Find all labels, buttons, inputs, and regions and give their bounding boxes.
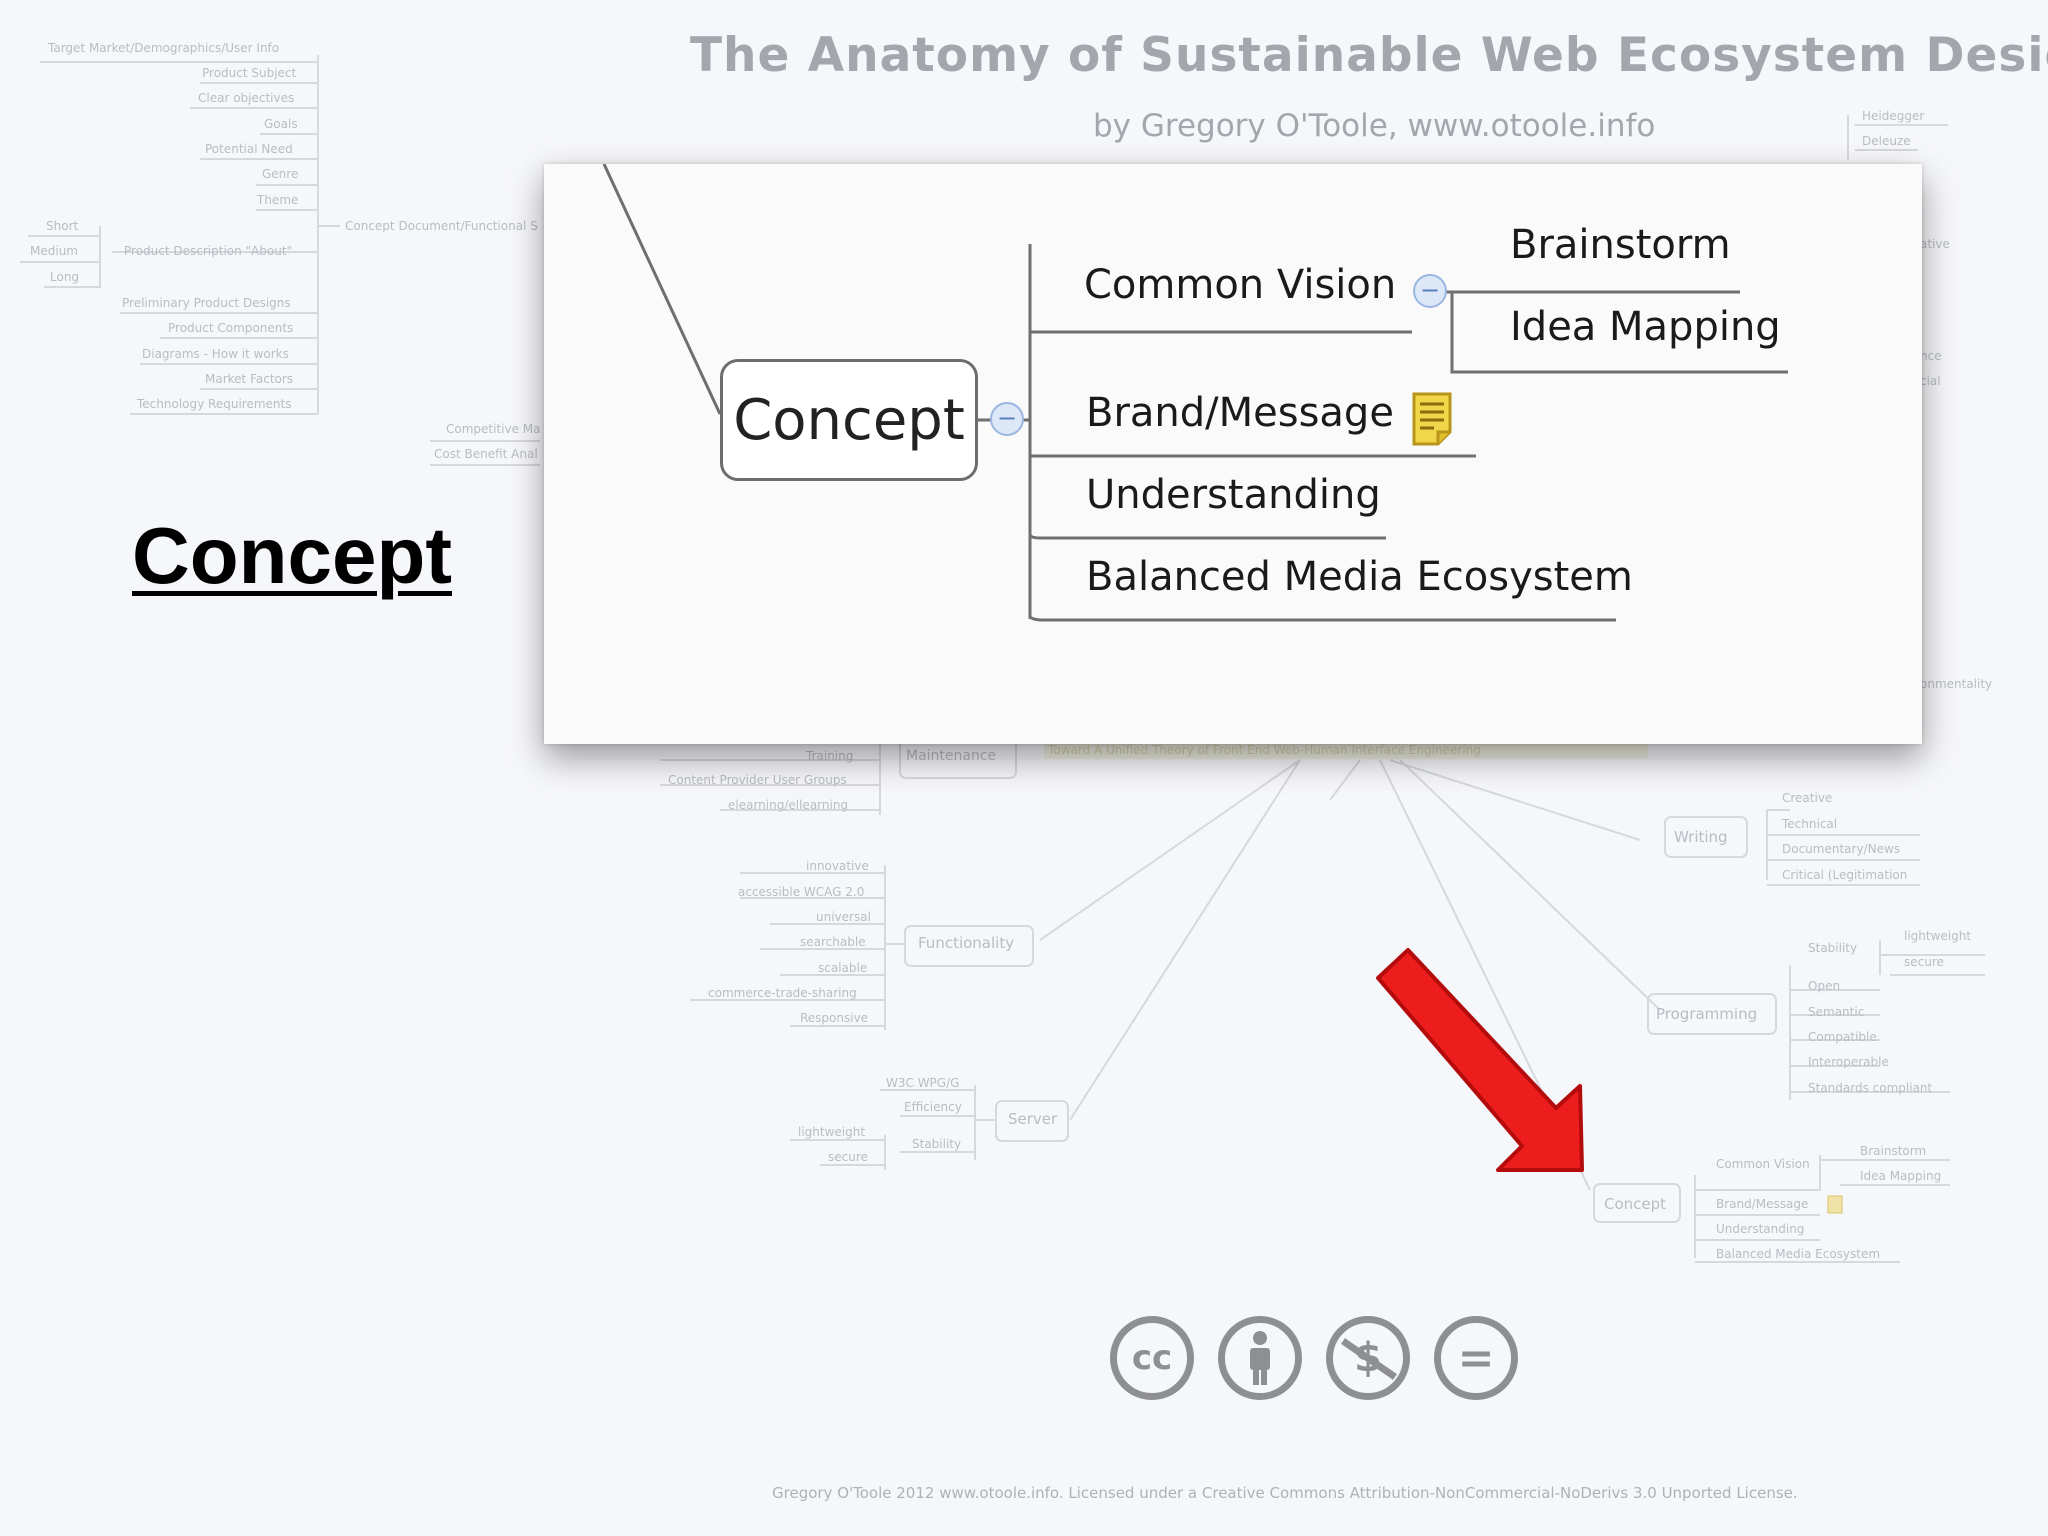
nd-icon: = xyxy=(1434,1316,1518,1400)
branch-brand-message[interactable]: Brand/Message xyxy=(1086,390,1394,436)
svg-text:Deleuze: Deleuze xyxy=(1862,134,1911,148)
svg-text:Medium: Medium xyxy=(30,244,78,258)
svg-text:Brand/Message: Brand/Message xyxy=(1716,1197,1808,1211)
svg-text:Short: Short xyxy=(46,219,78,233)
svg-text:Product Subject: Product Subject xyxy=(202,66,297,80)
svg-text:W3C WPG/G: W3C WPG/G xyxy=(886,1076,959,1090)
svg-text:Maintenance: Maintenance xyxy=(906,748,996,764)
nc-icon: $ xyxy=(1326,1316,1410,1400)
bg-center-banner xyxy=(1044,741,1648,759)
svg-text:Brainstorm: Brainstorm xyxy=(1860,1144,1926,1158)
svg-text:cial: cial xyxy=(1920,374,1941,388)
branch-understanding[interactable]: Understanding xyxy=(1086,472,1381,518)
svg-text:Heidegger: Heidegger xyxy=(1862,109,1924,123)
svg-text:Critical (Legitimation: Critical (Legitimation xyxy=(1782,868,1907,882)
root-collapse-button[interactable]: − xyxy=(990,402,1024,436)
svg-text:Stability: Stability xyxy=(912,1137,961,1151)
svg-text:Compatible: Compatible xyxy=(1808,1030,1877,1044)
svg-text:Creative: Creative xyxy=(1782,791,1832,805)
slide-label: Concept xyxy=(132,511,452,600)
svg-text:Semantic: Semantic xyxy=(1808,1005,1864,1019)
svg-text:universal: universal xyxy=(816,910,871,924)
svg-text:Responsive: Responsive xyxy=(800,1011,868,1025)
svg-text:Concept Document/Functional S: Concept Document/Functional S xyxy=(345,219,538,233)
svg-text:ative: ative xyxy=(1920,237,1950,251)
svg-text:Training: Training xyxy=(805,749,853,763)
svg-text:Goals: Goals xyxy=(264,117,298,131)
svg-text:Content Provider User Groups: Content Provider User Groups xyxy=(668,773,847,787)
svg-text:Diagrams - How it works: Diagrams - How it works xyxy=(142,347,289,361)
svg-text:innovative: innovative xyxy=(806,859,869,873)
svg-text:Stability: Stability xyxy=(1808,941,1857,955)
svg-text:Product Description "About": Product Description "About" xyxy=(124,244,292,258)
cc-icon: cc xyxy=(1110,1316,1194,1400)
note-icon[interactable] xyxy=(1412,392,1452,446)
child-idea-mapping[interactable]: Idea Mapping xyxy=(1510,304,1781,350)
svg-text:Technology Requirements: Technology Requirements xyxy=(136,397,291,411)
svg-text:commerce-trade-sharing: commerce-trade-sharing xyxy=(708,986,857,1000)
bg-text-target-market: Target Market/Demographics/User Info xyxy=(47,41,279,55)
svg-text:Efficiency: Efficiency xyxy=(904,1100,962,1114)
branch-balanced-media-ecosystem[interactable]: Balanced Media Ecosystem xyxy=(1086,554,1633,600)
svg-text:scalable: scalable xyxy=(818,961,867,975)
svg-text:onmentality: onmentality xyxy=(1920,677,1992,691)
common-vision-collapse-button[interactable]: − xyxy=(1413,274,1447,308)
svg-text:Market Factors: Market Factors xyxy=(205,372,293,386)
svg-text:Standards compliant: Standards compliant xyxy=(1808,1081,1933,1095)
svg-text:Theme: Theme xyxy=(256,193,298,207)
svg-text:Functionality: Functionality xyxy=(918,934,1014,952)
svg-text:searchable: searchable xyxy=(800,935,866,949)
svg-text:Understanding: Understanding xyxy=(1716,1222,1804,1236)
svg-text:Technical: Technical xyxy=(1781,817,1837,831)
svg-text:Writing: Writing xyxy=(1674,828,1728,846)
concept-root-node[interactable]: Concept xyxy=(720,359,978,481)
svg-text:nce: nce xyxy=(1920,349,1942,363)
child-brainstorm[interactable]: Brainstorm xyxy=(1510,222,1731,268)
svg-text:Potential Need: Potential Need xyxy=(205,142,293,156)
branch-common-vision[interactable]: Common Vision xyxy=(1084,262,1397,308)
page-byline: by Gregory O'Toole, www.otoole.info xyxy=(1093,108,1656,144)
svg-text:Server: Server xyxy=(1008,1110,1058,1128)
red-arrow-icon xyxy=(1376,948,1584,1172)
svg-text:Programming: Programming xyxy=(1656,1005,1757,1023)
svg-text:Balanced Media Ecosystem: Balanced Media Ecosystem xyxy=(1716,1247,1880,1261)
svg-text:Documentary/News: Documentary/News xyxy=(1782,842,1900,856)
svg-text:accessible WCAG 2.0: accessible WCAG 2.0 xyxy=(738,885,864,899)
svg-text:Cost Benefit Anal: Cost Benefit Anal xyxy=(434,447,538,461)
svg-text:Concept: Concept xyxy=(1604,1195,1666,1213)
zoom-inset-panel: Concept − Common Vision − Brainstorm Ide… xyxy=(544,164,1922,744)
license-badges: cc $ = xyxy=(1092,1300,1532,1426)
zoom-connector-lines xyxy=(602,164,1788,622)
svg-text:Clear objectives: Clear objectives xyxy=(198,91,294,105)
svg-text:Product Components: Product Components xyxy=(168,321,293,335)
svg-text:Preliminary Product Designs: Preliminary Product Designs xyxy=(122,296,291,310)
svg-text:lightweight: lightweight xyxy=(798,1125,865,1139)
svg-text:Interoperable: Interoperable xyxy=(1808,1055,1889,1069)
svg-text:lightweight: lightweight xyxy=(1904,929,1971,943)
svg-text:Competitive Ma: Competitive Ma xyxy=(446,422,541,436)
page-title: The Anatomy of Sustainable Web Ecosystem… xyxy=(690,28,2048,83)
by-icon xyxy=(1218,1316,1302,1400)
svg-text:secure: secure xyxy=(1904,955,1944,969)
svg-text:Idea Mapping: Idea Mapping xyxy=(1860,1169,1941,1183)
svg-text:Genre: Genre xyxy=(262,167,298,181)
parent-link-line xyxy=(602,164,722,415)
svg-text:secure: secure xyxy=(828,1150,868,1164)
bg-note-icon xyxy=(1827,1195,1843,1214)
svg-text:elearning/ellearning: elearning/ellearning xyxy=(728,798,848,812)
license-footer: Gregory O'Toole 2012 www.otoole.info. Li… xyxy=(772,1484,1798,1502)
svg-text:Long: Long xyxy=(50,270,79,284)
svg-text:Open: Open xyxy=(1808,979,1840,993)
svg-text:Common Vision: Common Vision xyxy=(1716,1157,1810,1171)
